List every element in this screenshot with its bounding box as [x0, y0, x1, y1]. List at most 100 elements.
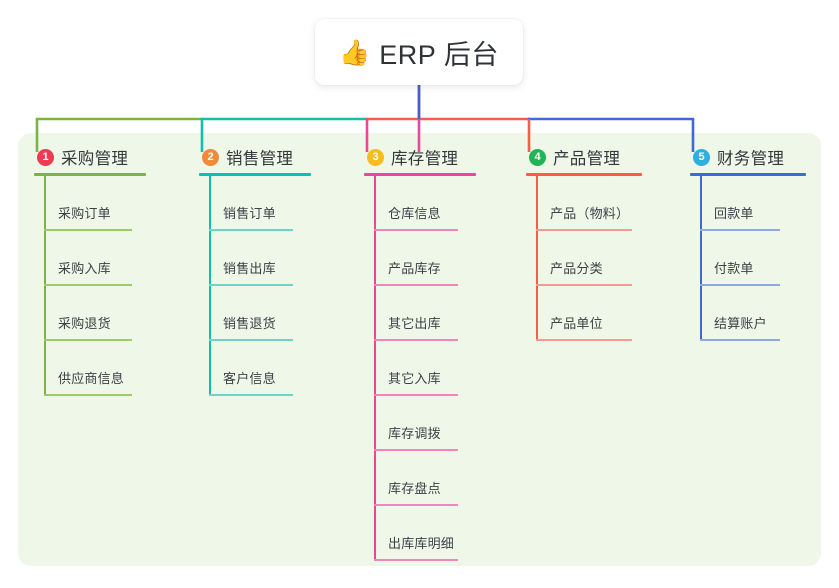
- leaf-label: 库存调拨: [388, 426, 441, 441]
- leaf-item[interactable]: 供应商信息: [34, 341, 146, 396]
- leaf-item[interactable]: 销售退货: [199, 286, 311, 341]
- leaf-label: 供应商信息: [58, 371, 125, 386]
- branch-header-2[interactable]: 2 销售管理: [199, 146, 311, 168]
- branch-4: 4 产品管理产品（物料） 产品分类产品单位: [526, 146, 642, 341]
- leaf-label: 回款单: [714, 206, 754, 221]
- leaf-underline: [374, 229, 458, 231]
- branch-number-badge: 5: [693, 148, 710, 166]
- root-node[interactable]: 👍 ERP 后台: [315, 19, 523, 85]
- leaf-label: 产品分类: [550, 261, 603, 276]
- leaf-underline: [374, 339, 458, 341]
- branch-title: 库存管理: [391, 150, 459, 168]
- leaf-label: 付款单: [714, 261, 754, 276]
- leaf-label: 其它出库: [388, 316, 441, 331]
- branch-spine: [44, 176, 46, 396]
- leaf-underline: [536, 339, 632, 341]
- leaf-underline: [44, 339, 132, 341]
- branch-header-1[interactable]: 1 采购管理: [34, 146, 146, 168]
- leaf-item[interactable]: 结算账户: [690, 286, 806, 341]
- branch-items: 仓库信息产品库存其它出库其它入库库存调拨库存盘点出库库明细: [364, 176, 476, 561]
- branch-header-3[interactable]: 3 库存管理: [364, 146, 476, 168]
- leaf-underline: [374, 559, 458, 561]
- leaf-underline: [209, 394, 293, 396]
- leaf-label: 产品单位: [550, 316, 603, 331]
- branch-number-badge: 4: [529, 148, 546, 166]
- branch-1: 1 采购管理采购订单采购入库采购退货供应商信息: [34, 146, 146, 396]
- thumbs-up-icon: 👍: [339, 38, 371, 67]
- leaf-underline: [374, 394, 458, 396]
- leaf-label: 仓库信息: [388, 206, 441, 221]
- leaf-item[interactable]: 采购退货: [34, 286, 146, 341]
- leaf-underline: [536, 229, 632, 231]
- branch-title: 采购管理: [61, 150, 129, 168]
- leaf-item[interactable]: 产品（物料）: [526, 176, 642, 231]
- leaf-item[interactable]: 产品分类: [526, 231, 642, 286]
- branch-2: 2 销售管理销售订单销售出库销售退货客户信息: [199, 146, 311, 396]
- branch-items: 产品（物料） 产品分类产品单位: [526, 176, 642, 341]
- branch-header-4[interactable]: 4 产品管理: [526, 146, 642, 168]
- leaf-item[interactable]: 出库库明细: [364, 506, 476, 561]
- leaf-item[interactable]: 销售订单: [199, 176, 311, 231]
- branch-number-badge: 2: [202, 148, 219, 166]
- branch-title: 销售管理: [226, 150, 294, 168]
- branch-spine: [536, 176, 538, 341]
- leaf-underline: [374, 449, 458, 451]
- leaf-item[interactable]: 采购订单: [34, 176, 146, 231]
- leaf-underline: [536, 284, 632, 286]
- leaf-item[interactable]: 回款单: [690, 176, 806, 231]
- leaf-underline: [209, 284, 293, 286]
- leaf-underline: [209, 339, 293, 341]
- branch-title: 财务管理: [717, 150, 785, 168]
- branch-3: 3 库存管理仓库信息产品库存其它出库其它入库库存调拨库存盘点出库库明细: [364, 146, 476, 561]
- branch-items: 采购订单采购入库采购退货供应商信息: [34, 176, 146, 396]
- root-title: ERP 后台: [379, 39, 499, 70]
- branch-underline: [526, 173, 642, 176]
- leaf-label: 销售订单: [223, 206, 276, 221]
- branch-underline: [690, 173, 806, 176]
- branch-items: 销售订单销售出库销售退货客户信息: [199, 176, 311, 396]
- leaf-label: 结算账户: [714, 316, 767, 331]
- leaf-label: 出库库明细: [388, 536, 455, 551]
- leaf-item[interactable]: 库存调拨: [364, 396, 476, 451]
- leaf-underline: [209, 229, 293, 231]
- leaf-item[interactable]: 采购入库: [34, 231, 146, 286]
- branch-underline: [34, 173, 146, 176]
- leaf-underline: [44, 229, 132, 231]
- branch-number-badge: 1: [37, 148, 54, 166]
- leaf-underline: [374, 504, 458, 506]
- leaf-item[interactable]: 产品库存: [364, 231, 476, 286]
- leaf-item[interactable]: 其它入库: [364, 341, 476, 396]
- leaf-label: 销售出库: [223, 261, 276, 276]
- leaf-label: 采购订单: [58, 206, 111, 221]
- branch-underline: [364, 173, 476, 176]
- branch-spine: [209, 176, 211, 396]
- leaf-item[interactable]: 仓库信息: [364, 176, 476, 231]
- leaf-label: 采购退货: [58, 316, 111, 331]
- leaf-underline: [700, 339, 780, 341]
- leaf-underline: [700, 229, 780, 231]
- branch-title: 产品管理: [553, 150, 621, 168]
- leaf-label: 客户信息: [223, 371, 276, 386]
- leaf-item[interactable]: 客户信息: [199, 341, 311, 396]
- leaf-item[interactable]: 产品单位: [526, 286, 642, 341]
- branch-underline: [199, 173, 311, 176]
- branch-spine: [374, 176, 376, 561]
- branch-header-5[interactable]: 5 财务管理: [690, 146, 806, 168]
- leaf-underline: [44, 284, 132, 286]
- leaf-label: 产品（物料）: [550, 206, 630, 221]
- leaf-label: 产品库存: [388, 261, 441, 276]
- leaf-label: 采购入库: [58, 261, 111, 276]
- branch-number-badge: 3: [367, 148, 384, 166]
- leaf-underline: [700, 284, 780, 286]
- leaf-label: 销售退货: [223, 316, 276, 331]
- leaf-item[interactable]: 其它出库: [364, 286, 476, 341]
- leaf-label: 其它入库: [388, 371, 441, 386]
- leaf-underline: [44, 394, 132, 396]
- leaf-item[interactable]: 销售出库: [199, 231, 311, 286]
- leaf-item[interactable]: 付款单: [690, 231, 806, 286]
- leaf-item[interactable]: 库存盘点: [364, 451, 476, 506]
- leaf-label: 库存盘点: [388, 481, 441, 496]
- leaf-underline: [374, 284, 458, 286]
- branch-spine: [700, 176, 702, 341]
